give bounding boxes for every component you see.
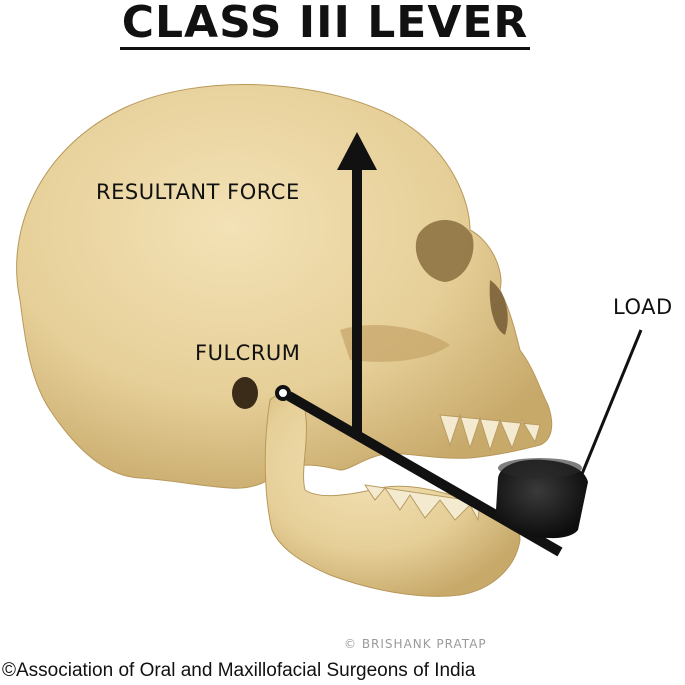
fulcrum-label: FULCRUM [195, 341, 300, 365]
load-pointer-line [582, 330, 641, 474]
copyright-notice: ©Association of Oral and Maxillofacial S… [2, 660, 475, 682]
load-block [496, 458, 588, 538]
resultant-force-label: RESULTANT FORCE [96, 180, 300, 204]
resultant-force-arrow-shaft [352, 165, 362, 433]
photographer-credit: © BRISHANK PRATAP [344, 637, 487, 651]
ear-canal [232, 377, 258, 409]
load-label: LOAD [613, 295, 673, 319]
fulcrum-marker [277, 387, 289, 399]
